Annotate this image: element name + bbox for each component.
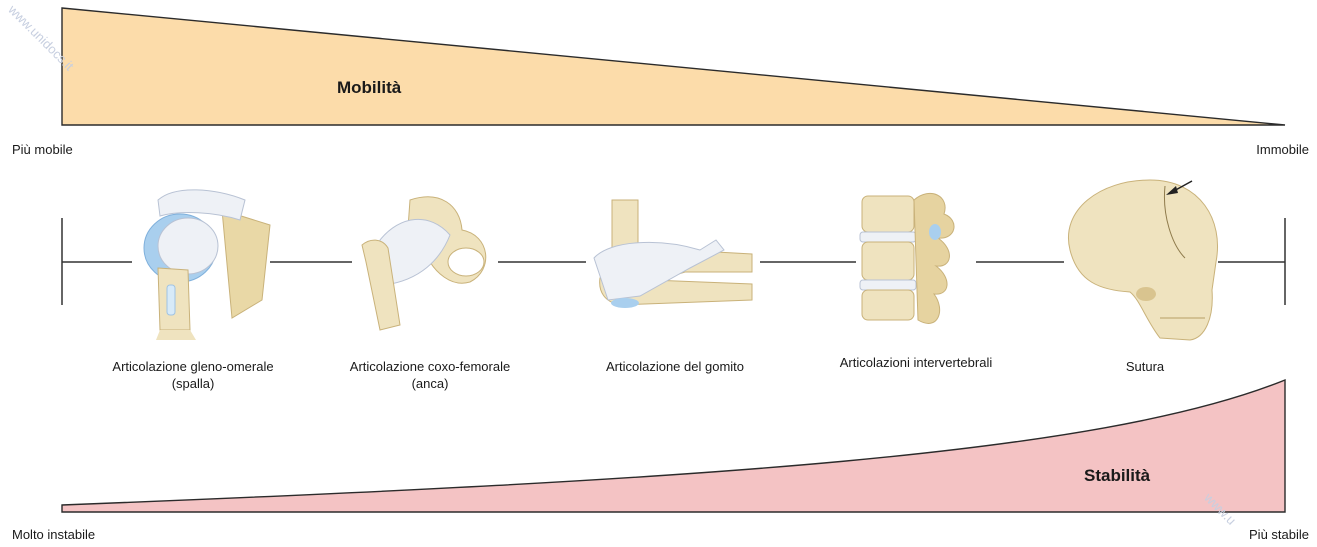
- stability-left-label: Molto instabile: [12, 527, 95, 543]
- joint-caption-shoulder: Articolazione gleno-omerale (spalla): [78, 358, 308, 392]
- joint-caption-suture: Sutura: [1100, 358, 1190, 375]
- joint-caption-line1: Articolazioni intervertebrali: [796, 354, 1036, 371]
- mobility-left-label: Più mobile: [12, 142, 73, 158]
- shoulder-joint-icon: [144, 190, 270, 340]
- joint-caption-elbow: Articolazione del gomito: [560, 358, 790, 375]
- joint-caption-line1: Sutura: [1100, 358, 1190, 375]
- hip-joint-icon: [362, 197, 486, 330]
- joint-caption-line1: Articolazione del gomito: [560, 358, 790, 375]
- mobility-title: Mobilità: [337, 78, 401, 98]
- joint-caption-line2: (anca): [315, 375, 545, 392]
- skull-suture-icon: [1068, 180, 1217, 340]
- mobility-right-label: Immobile: [1256, 142, 1309, 158]
- joint-caption-line2: (spalla): [78, 375, 308, 392]
- mobility-wedge: [62, 8, 1285, 125]
- joint-caption-line1: Articolazione coxo-femorale: [315, 358, 545, 375]
- elbow-joint-icon: [594, 200, 752, 308]
- vertebral-joints-icon: [860, 193, 954, 323]
- stability-title: Stabilità: [1084, 466, 1150, 486]
- stability-wedge: [62, 380, 1285, 512]
- joint-caption-vertebral: Articolazioni intervertebrali: [796, 354, 1036, 371]
- joint-caption-hip: Articolazione coxo-femorale (anca): [315, 358, 545, 392]
- joint-caption-line1: Articolazione gleno-omerale: [78, 358, 308, 375]
- stability-right-label: Più stabile: [1249, 527, 1309, 543]
